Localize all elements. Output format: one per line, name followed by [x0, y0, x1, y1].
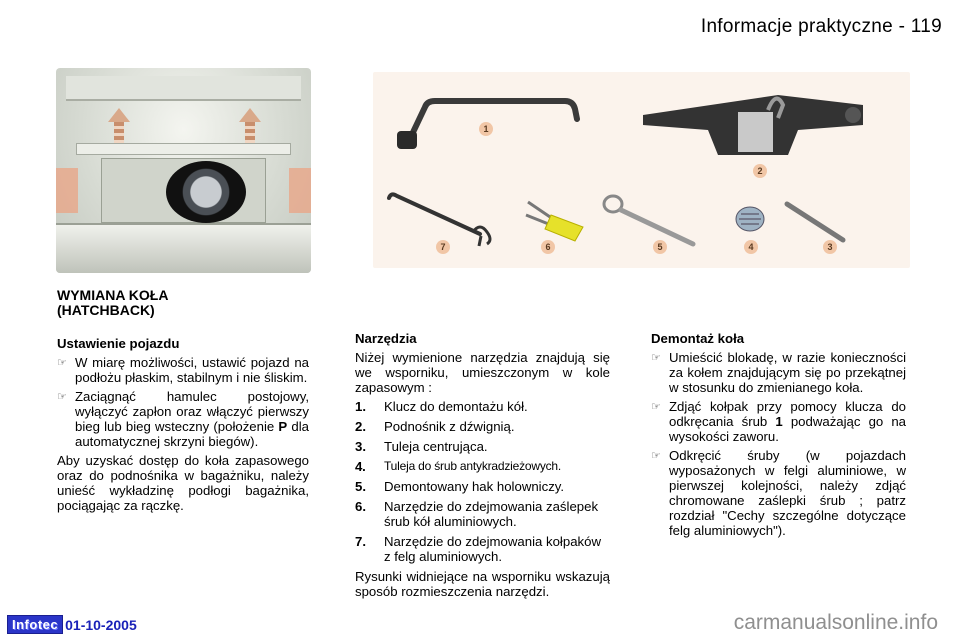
tool-list-item: 7. Narzędzie do zdejmowania kołpaków z fe…	[355, 534, 610, 564]
item-text: Podnośnik z dźwignią.	[384, 419, 515, 434]
tool-label-5: 5	[653, 240, 667, 254]
section-title-line1: WYMIANA KOŁA	[57, 287, 169, 303]
pointing-hand-icon: ☞	[651, 352, 661, 364]
pointing-hand-icon: ☞	[57, 391, 67, 403]
section-title-line2: (HATCHBACK)	[57, 302, 155, 318]
tool-list-item: 5. Demontowany hak holowniczy.	[355, 479, 610, 494]
item-text: Narzędzie do zdejmowania zaślepek śrub k…	[384, 499, 599, 529]
tools-intro: Niżej wymienione narzędzia znajdują się …	[355, 350, 610, 395]
bullet-text: Odkręcić śruby (w pojazdach wyposażonych…	[669, 448, 906, 538]
item-text: Tuleja centrująca.	[384, 439, 488, 454]
tail-light-left	[56, 168, 78, 213]
bolt-cap-tool-icon	[525, 200, 584, 242]
tool-label-7: 7	[436, 240, 450, 254]
tool-list-item: 2. Podnośnik z dźwignią.	[355, 419, 610, 434]
wheel-wrench-icon	[397, 98, 580, 149]
tools-outro: Rysunki widniejące na wsporniku wskazują…	[355, 569, 610, 599]
bullet-item: ☞ W miarę możliwości, ustawić pojazd na …	[57, 355, 309, 385]
tools-photo: 1 2 7 6 5 4 3	[373, 72, 910, 268]
footer-date: 01-10-2005	[65, 616, 137, 633]
pointing-hand-icon: ☞	[57, 357, 67, 369]
rear-bumper	[56, 223, 311, 273]
item-number: 5.	[355, 479, 366, 494]
bullet-text: Umieścić blokadę, w razie konieczności z…	[669, 350, 906, 395]
bullet-item: ☞ Zdjąć kołpak przy pomocy klucza do odk…	[651, 399, 906, 444]
tool-list-item: 4. Tuleja do śrub antykradzieżowych.	[355, 459, 610, 474]
tool-label-4: 4	[744, 240, 758, 254]
column-vehicle-positioning: WYMIANA KOŁA (HATCHBACK) Ustawienie poja…	[57, 288, 309, 517]
bullet-text-tail: podważając go na wysokości zaworu.	[669, 414, 907, 444]
lift-arrow-right-icon	[239, 108, 261, 146]
tail-light-right	[289, 168, 311, 213]
tool-label-2: 2	[753, 164, 767, 178]
spare-wheel	[166, 161, 246, 223]
item-number: 3.	[355, 439, 366, 454]
jack-icon	[643, 95, 863, 155]
bullet-text-tail: dla automatycznej skrzyni biegów).	[75, 419, 309, 449]
subhead-positioning: Ustawienie pojazdu	[57, 336, 180, 351]
tool-list-item: 1. Klucz do demontażu kół.	[355, 399, 610, 414]
trunk-lid	[66, 76, 301, 101]
infotec-logo: Infotec	[7, 615, 64, 634]
tool-list-item: 3. Tuleja centrująca.	[355, 439, 610, 454]
watermark-link[interactable]: carmanualsonline.info	[733, 611, 938, 634]
pointing-hand-icon: ☞	[651, 450, 661, 462]
item-number: 7.	[355, 534, 366, 549]
trunk-floor-panel	[76, 143, 291, 155]
tool-label-3: 3	[823, 240, 837, 254]
bullet-text: Zaciągnąć hamulec postojowy, wyłączyć za…	[75, 389, 309, 434]
subhead-tools: Narzędzia	[355, 331, 417, 346]
bullet-item: ☞ Odkręcić śruby (w pojazdach wyposażony…	[651, 448, 906, 538]
footer-left: Infotec 01-10-2005	[7, 615, 137, 634]
page-title: Informacje praktyczne - 119	[700, 16, 942, 37]
bullet-text: W miarę możliwości, ustawić pojazd na po…	[75, 355, 309, 385]
item-number: 4.	[355, 459, 366, 474]
bullet-text: Zdjąć kołpak przy pomocy klucza do odkrę…	[669, 399, 906, 429]
pointing-hand-icon: ☞	[651, 401, 661, 413]
bullet-item: ☞ Zaciągnąć hamulec postojowy, wyłączyć …	[57, 389, 309, 449]
trunk-photo	[56, 68, 311, 273]
tool-reference: 1	[775, 414, 783, 429]
subhead-removal: Demontaż koła	[651, 331, 745, 346]
tool-list-item: 6. Narzędzie do zdejmowania zaślepek śrub…	[355, 499, 610, 529]
item-text: Tuleja do śrub antykradzieżowych.	[384, 459, 562, 473]
item-number: 2.	[355, 419, 366, 434]
lift-arrow-left-icon	[108, 108, 130, 146]
towing-eye-icon	[602, 194, 696, 247]
tool-label-1: 1	[479, 122, 493, 136]
item-text: Narzędzie do zdejmowania kołpaków z felg…	[384, 534, 601, 564]
hubcap-tool-icon	[387, 192, 492, 247]
item-text: Demontowany hak holowniczy.	[384, 479, 565, 494]
gear-position-label: P	[278, 419, 288, 434]
column-wheel-removal: Demontaż koła ☞ Umieścić blokadę, w razi…	[651, 331, 906, 542]
bullet-item: ☞ Umieścić blokadę, w razie konieczności…	[651, 350, 906, 395]
item-number: 1.	[355, 399, 366, 414]
section-title: WYMIANA KOŁA (HATCHBACK)	[57, 288, 309, 318]
access-paragraph: Aby uzyskać dostęp do koła zapasowego or…	[57, 453, 309, 513]
centering-pin-icon	[784, 201, 846, 243]
anti-theft-socket-icon	[735, 206, 765, 232]
column-tools: Narzędzia Niżej wymienione narzędzia zna…	[355, 331, 610, 603]
item-text: Klucz do demontażu kół.	[384, 399, 528, 414]
item-number: 6.	[355, 499, 366, 514]
tool-label-6: 6	[541, 240, 555, 254]
